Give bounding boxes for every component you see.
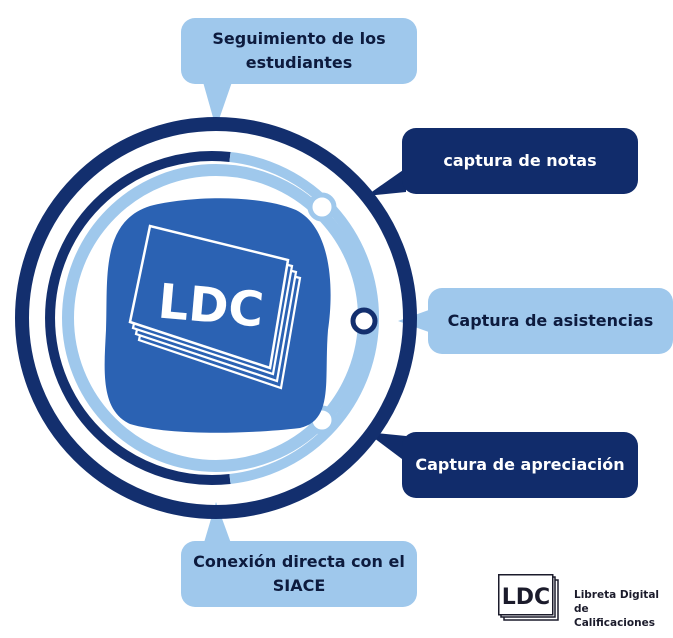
callout-captura-apreciacion: Captura de apreciación — [402, 432, 638, 498]
callout-captura-asistencias-label: Captura de asistencias — [447, 311, 654, 330]
callout-bottom-pointer — [203, 502, 232, 546]
callout-captura-apreciacion-label: Captura de apreciación — [415, 455, 625, 474]
callout-seguimiento: Seguimiento de los estudiantes — [181, 18, 417, 84]
ring-node-2 — [350, 307, 378, 335]
brand-line-1: Libreta Digital — [574, 589, 659, 601]
callout-captura-notas: captura de notas — [402, 128, 638, 194]
callout-seguimiento-label: Seguimiento de los estudiantes — [212, 29, 386, 72]
ring-node-1 — [307, 192, 337, 222]
callout-captura-asistencias: Captura de asistencias — [428, 288, 673, 354]
callout-top-pointer — [203, 82, 232, 128]
brand-logo: LDC Libreta Digital de Calificaciones — [496, 572, 666, 632]
brand-logo-icon: LDC — [498, 574, 559, 621]
brand-logo-text: Libreta Digital de Calificaciones — [574, 588, 666, 630]
callout-notas-pointer — [366, 168, 406, 196]
brand-line-2: de Calificaciones — [574, 603, 655, 629]
center-label: LDC — [156, 273, 266, 338]
inner-ring-left — [45, 151, 231, 485]
callout-captura-notas-label: captura de notas — [443, 151, 597, 170]
callout-conexion-siace-label: Conexión directa con el SIACE — [193, 552, 405, 595]
callout-conexion-siace: Conexión directa con el SIACE — [181, 541, 417, 607]
notebook-icon: LDC — [128, 224, 302, 390]
outer-ring — [15, 117, 417, 519]
brand-logo-short: LDC — [502, 585, 550, 610]
